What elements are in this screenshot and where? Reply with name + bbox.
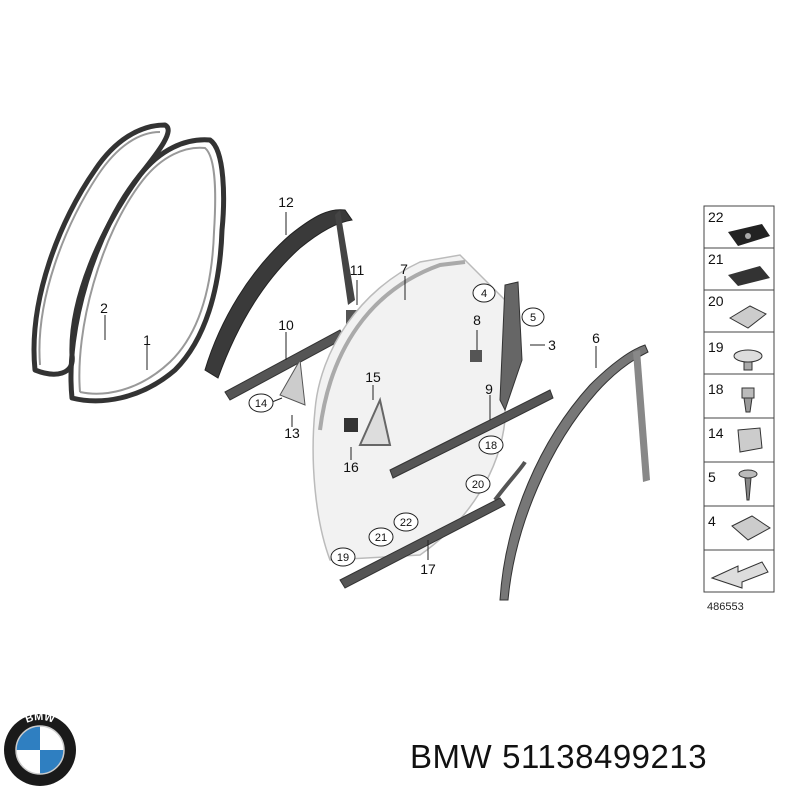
svg-text:BMW: BMW (24, 711, 57, 726)
door-panel (312, 254, 506, 561)
door-seal-6 (499, 344, 649, 601)
mirror-cover-13 (279, 358, 306, 406)
svg-text:21: 21 (375, 532, 387, 544)
svg-text:5: 5 (530, 312, 536, 324)
clip-8 (470, 350, 482, 362)
label-9: 9 (485, 381, 493, 397)
frame-pillar-trim (335, 210, 355, 305)
circled-label-19: 19 (330, 547, 356, 567)
sill-strip-17 (339, 497, 506, 589)
circled-label-4: 4 (472, 283, 496, 303)
svg-text:4: 4 (481, 288, 487, 300)
svg-text:22: 22 (400, 517, 412, 529)
circled-label-20: 20 (465, 474, 491, 494)
screw-18-icon (741, 387, 755, 399)
legend-number-5: 5 (708, 469, 716, 485)
label-12: 12 (278, 194, 294, 210)
circled-label-21: 21 (368, 527, 394, 547)
rivet-19-icon (733, 349, 763, 363)
brand-name: BMW (410, 738, 493, 775)
circled-label-18: 18 (478, 435, 504, 455)
label-15: 15 (365, 369, 381, 385)
label-6: 6 (592, 330, 600, 346)
door-seal-inner (38, 131, 217, 395)
clip-20-icon (729, 305, 767, 329)
svg-text:18: 18 (485, 440, 497, 452)
mirror-triangle-15 (358, 396, 392, 446)
door-seal-outer (31, 122, 227, 404)
door-window-frame-7 (318, 260, 466, 431)
legend-number-4: 4 (708, 513, 716, 529)
label-11: 11 (350, 262, 365, 278)
arrow-icon (710, 561, 769, 589)
legend-number-20: 20 (708, 293, 724, 309)
legend-number-22: 22 (708, 209, 724, 225)
legend-number-18: 18 (708, 381, 724, 397)
label-8: 8 (473, 312, 481, 328)
label-16: 16 (343, 459, 359, 475)
label-7: 7 (400, 261, 408, 277)
legend-number-19: 19 (708, 339, 724, 355)
label-3: 3 (548, 337, 556, 353)
upper-frame-trim (204, 209, 353, 379)
circled-label-14: 14 (248, 393, 274, 413)
screw-5-icon (738, 469, 758, 479)
label-1: 1 (143, 332, 151, 348)
belt-strip-9 (389, 389, 554, 479)
label-17: 17 (420, 561, 436, 577)
svg-text:20: 20 (472, 479, 484, 491)
svg-text:14: 14 (255, 398, 267, 410)
clip-4-icon (731, 515, 771, 541)
legend-number-21: 21 (708, 251, 724, 267)
pad-21-icon (728, 266, 770, 286)
label-10: 10 (278, 317, 294, 333)
label-13: 13 (284, 425, 300, 441)
seal-6-lower (493, 460, 527, 502)
fastener-legend: 22 21 20 19 18 14 5 4 486553 (703, 205, 775, 613)
circled-label-22: 22 (393, 512, 419, 532)
svg-text:19: 19 (337, 552, 349, 564)
seal-6-vertical (633, 350, 650, 482)
leader-lines (104, 212, 597, 560)
legend-number-14: 14 (708, 425, 724, 441)
diagram-id: 486553 (707, 601, 744, 613)
label-2: 2 (100, 300, 108, 316)
bmw-logo: BMW (4, 711, 76, 786)
part-number: 51138499213 (502, 738, 708, 775)
circled-label-5: 5 (521, 307, 545, 327)
clip-16 (344, 418, 358, 432)
pillar-trim-3 (499, 281, 523, 412)
nut-14-icon (737, 427, 763, 453)
